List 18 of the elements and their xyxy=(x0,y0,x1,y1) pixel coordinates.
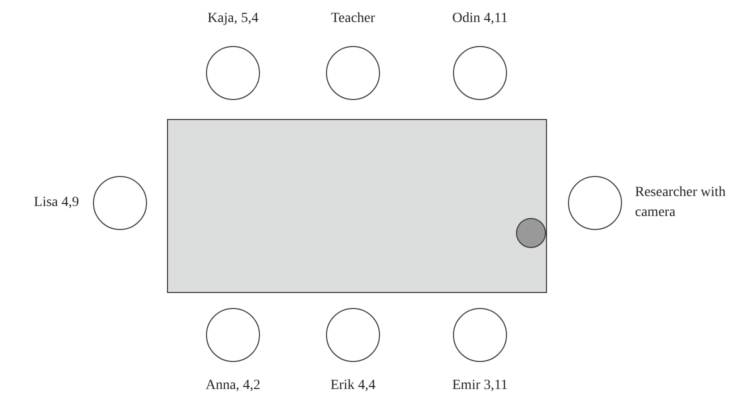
seat-label: Erik 4,4 xyxy=(329,377,377,395)
seat-circle xyxy=(453,46,507,100)
seat-circle xyxy=(326,308,380,362)
seat-label: Lisa 4,9 xyxy=(34,194,79,212)
seat-circle xyxy=(93,176,147,230)
seat-label: Kaja, 5,4 xyxy=(206,10,260,28)
seat-label: Emir 3,11 xyxy=(451,377,509,395)
seat-circle xyxy=(206,46,260,100)
seat-circle xyxy=(453,308,507,362)
seat-label: Odin 4,11 xyxy=(451,10,509,28)
seat-label: Anna, 4,2 xyxy=(204,377,262,395)
camera-marker xyxy=(516,218,546,248)
table-rect xyxy=(167,119,547,293)
seat-circle xyxy=(326,46,380,100)
seat-label: Teacher xyxy=(330,10,376,28)
seat-circle xyxy=(206,308,260,362)
seat-circle xyxy=(568,176,622,230)
seat-label: Researcher with camera xyxy=(635,184,727,222)
